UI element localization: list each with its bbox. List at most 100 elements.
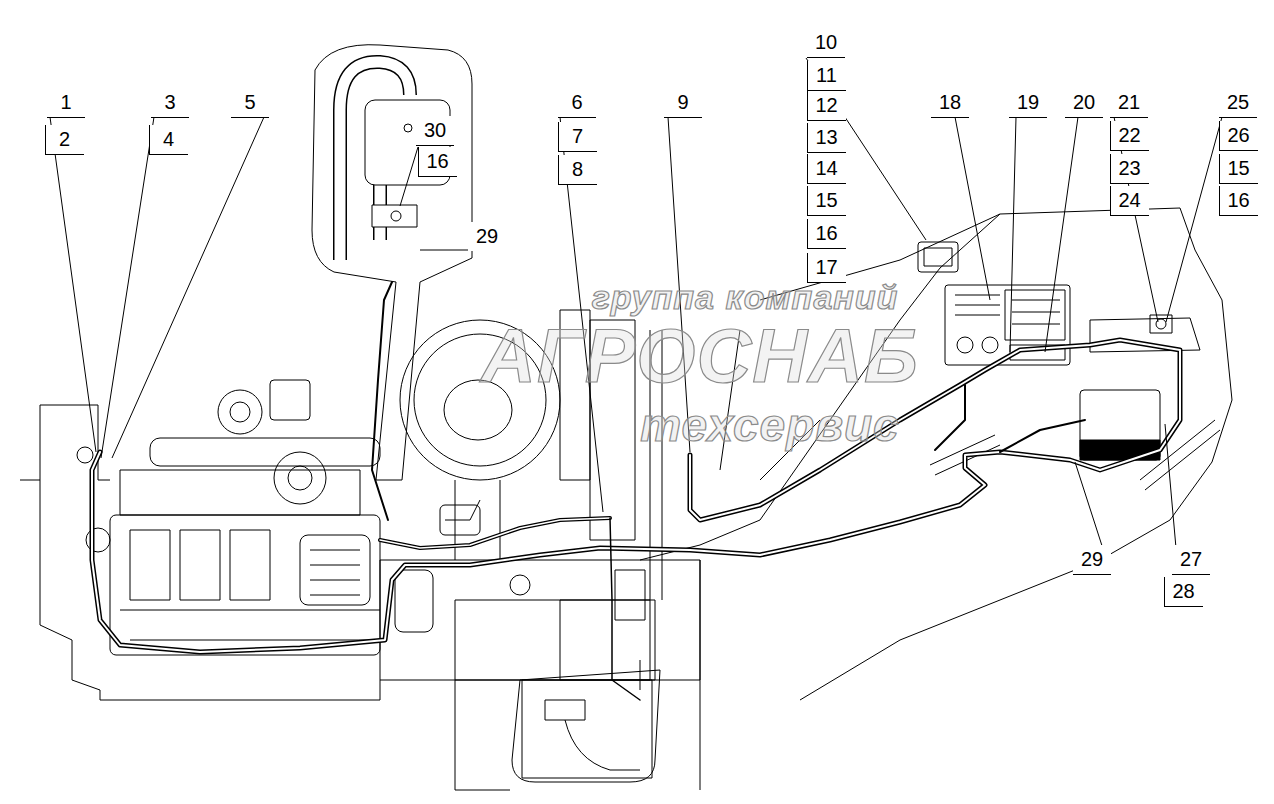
illustration-part [440, 505, 480, 535]
illustration-part [372, 282, 392, 520]
callout-number: 18 [931, 88, 969, 118]
illustration-part [545, 700, 585, 720]
illustration-part [610, 518, 640, 700]
illustration-part [945, 285, 1070, 365]
watermark: АГРОСНАБ [481, 312, 919, 399]
callout-number: 15 [1219, 154, 1258, 184]
illustration-part [20, 405, 110, 480]
illustration-part [1080, 440, 1160, 460]
illustration-part [510, 575, 530, 595]
illustration-part [400, 147, 418, 206]
illustration-part [274, 452, 326, 504]
illustration-part [395, 570, 433, 632]
callout-number: 30 [416, 116, 454, 146]
illustration-part [270, 380, 310, 420]
callout-number: 25 [1219, 88, 1257, 118]
illustration-part [380, 518, 610, 548]
illustration-part [391, 211, 401, 221]
callout-number: 12 [807, 91, 846, 121]
callout-number: 8 [558, 155, 597, 185]
illustration-part [120, 610, 380, 640]
illustration-part [150, 438, 380, 466]
callout-number: 2 [45, 125, 84, 155]
illustration-part [50, 117, 96, 452]
illustration-part [1075, 462, 1104, 552]
callout-number: 24 [1110, 186, 1149, 216]
illustration-part [77, 447, 93, 463]
callout-number: 3 [151, 88, 189, 118]
callout-number: 29 [468, 222, 506, 251]
illustration-part [918, 242, 958, 272]
illustration-part [982, 337, 998, 353]
callout-number: 14 [807, 154, 846, 184]
callout-number: 5 [231, 88, 269, 118]
illustration-part [615, 570, 645, 620]
illustration-part [101, 117, 154, 458]
illustration-part [112, 117, 264, 458]
callout-number: 4 [149, 125, 188, 155]
callout-number: 1 [47, 88, 85, 118]
illustration-part [1005, 290, 1065, 340]
illustration-part [1010, 117, 1016, 352]
illustration-part [560, 600, 650, 680]
watermark: группа компаний [592, 278, 899, 317]
callout-number: 16 [418, 147, 457, 177]
illustration-part [288, 466, 312, 490]
illustration-part [1165, 424, 1176, 548]
callout-number: 27 [1172, 545, 1210, 575]
illustration-part [20, 45, 1232, 790]
callout-number: 29 [1073, 545, 1111, 575]
callout-number: 21 [1110, 88, 1148, 118]
illustration-part [230, 402, 250, 422]
illustration-part [310, 550, 360, 595]
illustration-part [924, 248, 952, 266]
callout-number: 10 [807, 28, 845, 58]
illustration-part [955, 295, 1060, 324]
illustration-part [935, 385, 965, 450]
illustration-part [1166, 117, 1222, 322]
callout-number: 28 [1164, 577, 1203, 607]
illustration-part [455, 560, 700, 790]
illustration-part [50, 58, 1222, 552]
illustration-part [455, 600, 655, 680]
callout-number: 13 [807, 123, 846, 153]
illustration-part [1090, 318, 1200, 352]
illustration-part [380, 560, 700, 680]
illustration-part [512, 670, 660, 782]
illustration-part [420, 250, 470, 251]
illustration-part [806, 58, 926, 240]
callout-number: 26 [1219, 121, 1258, 151]
callout-number: 11 [807, 61, 846, 91]
callout-number: 9 [664, 88, 702, 118]
illustration-part [92, 282, 1180, 700]
callout-number: 19 [1009, 88, 1047, 118]
illustration-part [957, 337, 973, 353]
illustration-part [218, 390, 262, 434]
illustration-part [312, 45, 472, 480]
illustration-part [372, 205, 417, 227]
illustration-part [1080, 390, 1160, 460]
callout-number: 15 [807, 186, 846, 216]
callout-number: 7 [558, 122, 597, 152]
illustration-part [300, 535, 370, 605]
illustration-part [565, 660, 640, 770]
illustration-part [120, 470, 360, 515]
illustration-part [404, 124, 412, 132]
callout-number: 20 [1065, 88, 1103, 118]
callout-number: 6 [558, 88, 596, 118]
callout-number: 16 [1219, 186, 1258, 216]
callout-number: 23 [1110, 154, 1149, 184]
illustration-part [1150, 315, 1172, 333]
illustration-part [1000, 420, 1085, 452]
illustration-part [1045, 117, 1078, 352]
callout-number: 16 [807, 219, 846, 249]
illustration-part [380, 518, 610, 548]
watermark: техсервис [640, 399, 899, 452]
illustration-part [955, 117, 990, 300]
illustration-part [130, 530, 270, 600]
illustration-part [110, 515, 380, 655]
callout-number: 22 [1110, 121, 1149, 151]
